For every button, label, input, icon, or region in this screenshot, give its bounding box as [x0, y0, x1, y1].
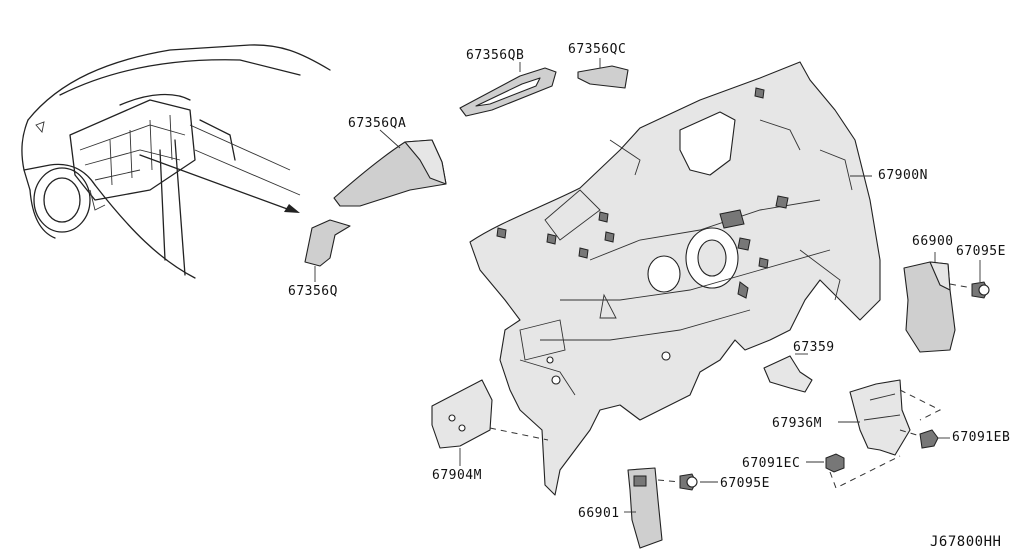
label-67095e-bottom: 67095E: [720, 476, 770, 491]
part-66901-shape: [627, 467, 663, 549]
part-67356qa-shape: [333, 139, 447, 207]
part-67356qc-shape: [577, 65, 629, 89]
diagram-code: J67800HH: [930, 534, 1002, 550]
clip-67095e-top-shape: [971, 281, 990, 299]
part-67904m-shape: [431, 379, 549, 449]
part-66900-shape: [903, 261, 956, 353]
label-67356q: 67356Q: [288, 284, 338, 299]
dashed-leader: [899, 429, 921, 437]
clip-67091ec-shape: [825, 453, 845, 473]
part-67356q-shape: [304, 219, 351, 267]
dashed-leader: [657, 479, 681, 483]
part-67359-shape: [763, 355, 813, 393]
label-67356qb: 67356QB: [466, 48, 525, 63]
label-67356qc: 67356QC: [568, 42, 627, 57]
label-67359: 67359: [793, 340, 835, 355]
part-67936m-shape: [829, 379, 942, 489]
label-66900: 66900: [912, 234, 954, 249]
label-67904m: 67904M: [432, 468, 482, 483]
label-67936m: 67936M: [772, 416, 822, 431]
clip-67091eb-shape: [919, 429, 939, 449]
callout-arrow: [139, 154, 300, 213]
label-67091ec: 67091EC: [742, 456, 801, 471]
part-67356qb-shape: [459, 67, 557, 117]
vehicle-cutaway: [21, 44, 331, 279]
part-67900n-shape: [469, 61, 881, 496]
label-67356qa: 67356QA: [348, 116, 407, 131]
clip-67095e-bottom-shape: [679, 473, 698, 491]
dashed-leader: [949, 283, 973, 289]
label-66901: 66901: [578, 506, 620, 521]
leader-line: [379, 129, 401, 149]
label-67091eb: 67091EB: [952, 430, 1011, 445]
label-67900n: 67900N: [878, 168, 928, 183]
label-67095e-top: 67095E: [956, 244, 1006, 259]
